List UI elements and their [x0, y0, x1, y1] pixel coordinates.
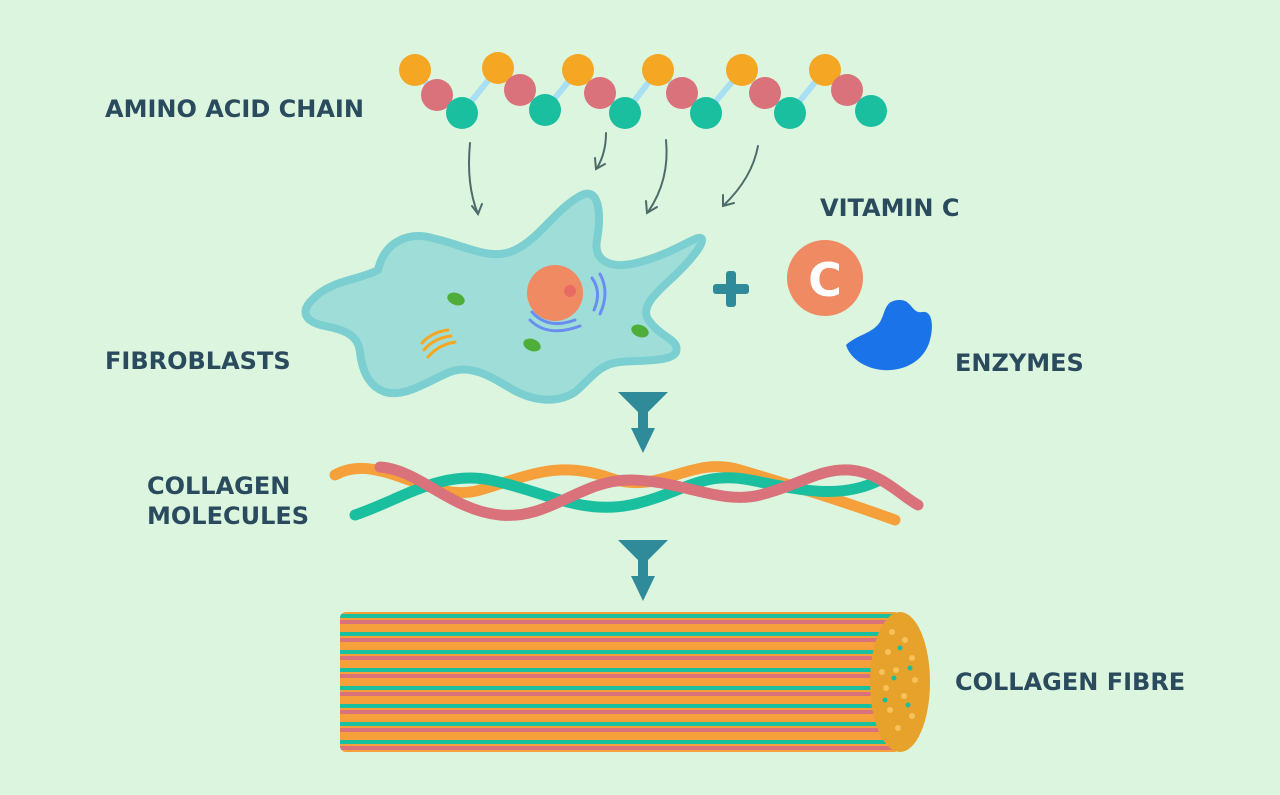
amino-acid-bead [562, 54, 594, 86]
uptake-arrow-head [722, 194, 735, 208]
vitamin-c-label: VITAMIN C [820, 194, 960, 222]
vitamin-c-icon: C [787, 240, 863, 316]
golgi-icon [420, 328, 457, 359]
amino-acid-bead [690, 97, 722, 129]
endoplasmic-reticulum-icon [528, 272, 607, 333]
uptake-arrow [723, 145, 759, 206]
uptake-arrow [647, 139, 668, 213]
cell-membrane [301, 189, 706, 404]
amino-acid-bead [642, 54, 674, 86]
amino-acid-bead [749, 77, 781, 109]
uptake-arrow-head [594, 157, 606, 171]
collagen-molecules-label-line2: MOLECULES [147, 502, 310, 530]
amino-acid-chain-label: AMINO ACID CHAIN [105, 95, 364, 123]
amino-acid-bead [504, 74, 536, 106]
amino-acid-bead [584, 77, 616, 109]
enzymes-label: ENZYMES [955, 349, 1084, 377]
amino-acid-bead [726, 54, 758, 86]
vitamin-c-symbol: C [808, 253, 842, 307]
uptake-arrow-head [471, 203, 483, 217]
amino-acid-bead [831, 74, 863, 106]
amino-acid-bead [666, 77, 698, 109]
amino-acid-bead [399, 54, 431, 86]
amino-acid-bead [529, 94, 561, 126]
amino-acid-bead [609, 97, 641, 129]
fibre-strands [340, 612, 900, 752]
uptake-arrow [596, 132, 607, 169]
vitamin-c-badge [787, 240, 863, 316]
nucleolus [564, 285, 576, 297]
collagen-fibre-bundle [340, 612, 930, 752]
enzyme-icon [846, 300, 932, 371]
amino-acid-bead [421, 79, 453, 111]
fibroblasts-label: FIBROBLASTS [105, 347, 291, 375]
helix-strand-pink [374, 461, 924, 521]
amino-acid-bead [809, 54, 841, 86]
fibre-end-texture [879, 629, 918, 731]
fibre-end-texture-teal [882, 645, 913, 708]
amino-acid-bead [482, 52, 514, 84]
collagen-molecules-label-line1: COLLAGEN [147, 472, 291, 500]
amino-acid-bead-group [399, 52, 887, 129]
amino-acid-bead [774, 97, 806, 129]
down-arrow-icon [618, 540, 668, 601]
cell-nucleus [527, 265, 583, 321]
uptake-arrow [468, 142, 479, 215]
amino-acid-bead [855, 95, 887, 127]
collagen-triple-helix [329, 461, 924, 526]
uptake-arrow-head [645, 200, 658, 215]
fibre-end-cap [870, 612, 930, 752]
down-arrow-icon [618, 392, 668, 453]
collagen-fibre-label: COLLAGEN FIBRE [955, 668, 1186, 696]
mitochondria-icon [447, 292, 649, 352]
fibroblast-cell [301, 189, 706, 404]
amino-acid-chain [399, 52, 887, 129]
plus-sign-icon [713, 271, 749, 307]
uptake-arrows [468, 132, 759, 217]
amino-acid-bead [446, 97, 478, 129]
